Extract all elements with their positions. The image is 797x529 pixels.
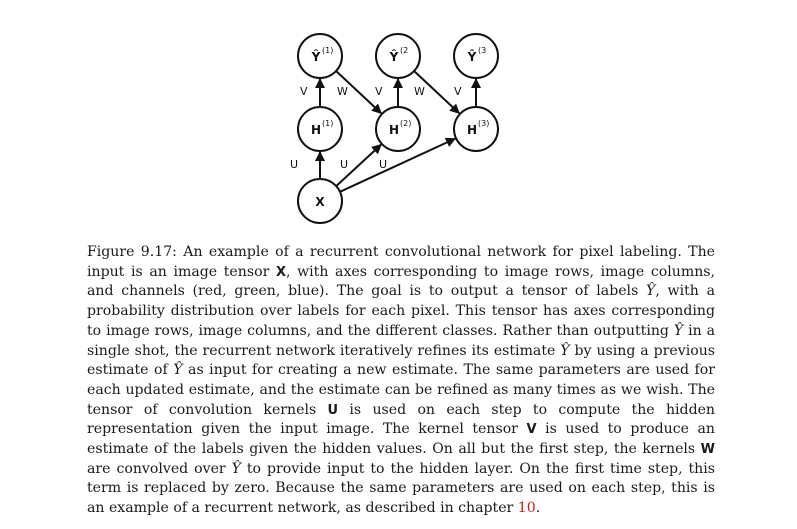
- caption-symbol-yhat: Ŷ: [673, 322, 684, 339]
- node-label-y3: Ŷ: [467, 49, 477, 64]
- edge-y1-h2: [335, 70, 382, 115]
- caption-text-7: is used on each step to compute the hidd…: [87, 401, 716, 438]
- node-y3: Ŷ(3: [453, 33, 499, 79]
- node-superscript-h1: (1): [322, 119, 333, 128]
- node-label-h2: H: [389, 123, 399, 137]
- edge-x-h2: [335, 143, 382, 187]
- caption-text-8: is used to produce an estimate of the la…: [87, 421, 715, 458]
- caption-symbol-u: U: [327, 402, 339, 418]
- node-label-x: X: [315, 195, 325, 209]
- node-h1: H(1): [297, 106, 343, 152]
- caption-text-5: by using a previous estimate of: [87, 342, 715, 379]
- edge-label-w-2: W: [414, 85, 425, 98]
- caption-symbol-yhat: Ŷ: [560, 342, 570, 359]
- node-circle-h1: [297, 106, 343, 152]
- node-superscript-y3: (3: [478, 46, 486, 55]
- caption-text-9: are convolved over: [87, 460, 232, 477]
- caption-symbol-yhat: Ŷ: [173, 362, 183, 379]
- figure-caption: Figure 9.17: An example of a recurrent c…: [87, 243, 715, 519]
- node-circle-y2: [375, 33, 421, 79]
- edge-label-v-2: V: [375, 85, 383, 98]
- node-y2: Ŷ(2: [375, 33, 421, 79]
- node-superscript-y1: (1): [322, 46, 333, 55]
- node-superscript-h2: (2): [400, 119, 411, 128]
- node-x: X: [297, 178, 343, 224]
- edge-label-v-3: V: [454, 85, 462, 98]
- caption-text-1: Figure 9.17: An example of a recurrent c…: [87, 244, 715, 280]
- node-circle-h2: [375, 106, 421, 152]
- caption-text-3: , with a probability distribution over l…: [87, 283, 715, 339]
- node-circle-y1: [297, 33, 343, 79]
- caption-symbol-x: X: [275, 264, 286, 280]
- node-h2: H(2): [375, 106, 421, 152]
- node-circle-y3: [453, 33, 499, 79]
- caption-symbol-w: W: [700, 442, 715, 458]
- edge-label-v-1: V: [300, 85, 308, 98]
- caption-text-11: .: [535, 500, 541, 517]
- node-label-h1: H: [311, 123, 321, 137]
- node-label-y1: Ŷ: [311, 49, 321, 64]
- node-circle-h3: [453, 106, 499, 152]
- node-circle-x: [297, 178, 343, 224]
- caption-symbol-v: V: [526, 422, 537, 438]
- edge-y2-h3: [413, 70, 460, 115]
- node-h3: H(3): [453, 106, 499, 152]
- edge-label-u-h2: U: [379, 158, 387, 171]
- diagram-edges: [315, 70, 481, 193]
- diagram-edge-labels: U U U V W V W V: [290, 85, 462, 171]
- chapter-link[interactable]: 10: [517, 500, 536, 517]
- node-y1: Ŷ(1): [297, 33, 343, 79]
- caption-symbol-yhat: Ŷ: [646, 283, 656, 300]
- node-label-y2: Ŷ: [389, 49, 399, 64]
- node-label-h3: H: [467, 123, 477, 137]
- caption-text-4: in a single shot, the recurrent network …: [87, 322, 715, 359]
- edge-x-h3: [339, 137, 457, 193]
- edge-label-u-left: U: [290, 158, 298, 171]
- edge-label-u-right: U: [340, 158, 348, 171]
- caption-text-10: to provide input to the hidden layer. On…: [87, 460, 715, 517]
- edge-label-w-1: W: [337, 85, 348, 98]
- node-superscript-y2: (2: [400, 46, 408, 55]
- caption-text-6: as input for creating a new estimate. Th…: [87, 362, 715, 418]
- node-superscript-h3: (3): [478, 119, 489, 128]
- caption-symbol-yhat: Ŷ: [231, 460, 241, 477]
- caption-text-2: , with axes corresponding to image rows,…: [87, 263, 716, 300]
